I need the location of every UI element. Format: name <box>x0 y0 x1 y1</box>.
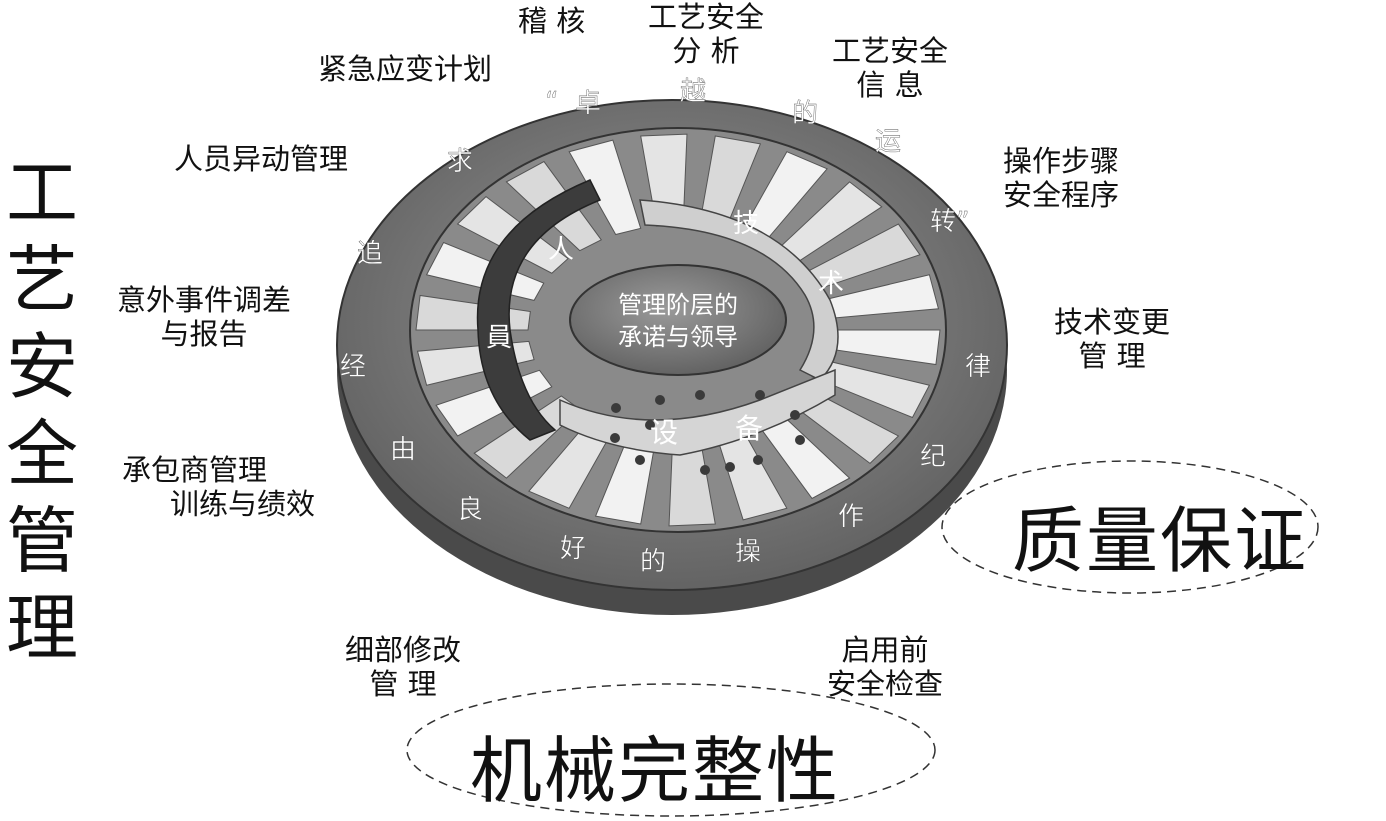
ring-char: 运 <box>875 127 901 157</box>
ring-char: 良 <box>457 495 483 525</box>
equipment-dot <box>790 410 800 420</box>
label-subtle-change: 细部修改 管 理 <box>345 633 461 701</box>
equipment-dot <box>635 455 645 465</box>
equipment-dot <box>795 435 805 445</box>
label-line: 与报告 <box>160 317 248 351</box>
mechanical-integrity-label: 机械完整性 <box>470 729 841 813</box>
label-line: 工艺安全 <box>832 34 949 68</box>
title-char: 理 <box>5 586 78 670</box>
label-line: 承包商管理 <box>122 453 268 487</box>
ring-char: 由 <box>390 435 416 465</box>
label-line: 细部修改 <box>345 633 462 667</box>
label-line: 意外事件调差 <box>117 283 292 317</box>
equipment-dots <box>610 390 805 475</box>
technology-label-1: 技 <box>733 209 759 239</box>
equipment-dot <box>655 395 665 405</box>
label-line: 工艺安全 <box>648 0 765 34</box>
equipment-dot <box>755 390 765 400</box>
title-char: 安 <box>5 325 78 409</box>
equipment-dot <box>695 390 705 400</box>
ring-char: 求 <box>447 147 473 177</box>
title-char: 工 <box>5 151 78 235</box>
equipment-dot <box>753 455 763 465</box>
equipment-dot <box>610 433 620 443</box>
people-label-2: 員 <box>486 323 512 353</box>
label-emergency: 紧急应变计划 <box>318 52 493 86</box>
label-audit: 稽 核 <box>518 4 586 38</box>
people-label-1: 人 <box>548 235 574 265</box>
ring-char: 追 <box>357 239 383 269</box>
ring-char: 经 <box>340 352 366 382</box>
equipment-dot <box>645 420 655 430</box>
equipment-label-2: 备 <box>735 412 763 445</box>
label-pssr: 启用前 安全检查 <box>827 633 943 701</box>
ring-char: 的 <box>792 99 818 129</box>
label-sop: 操作步骤 安全程序 <box>1003 144 1119 212</box>
ring-char: 纪 <box>920 442 946 472</box>
ring-char: 卓 <box>575 89 601 119</box>
ring-slogan: 经由良好的操作纪律转”运的越卓“追求 <box>340 77 991 577</box>
ring-char: 好 <box>560 534 586 564</box>
quality-assurance-ellipse <box>941 460 1319 594</box>
quality-assurance-label: 质量保证 <box>1012 499 1309 583</box>
hub-line-2: 承诺与领导 <box>618 323 738 351</box>
hub-line-1: 管理阶层的 <box>618 291 738 319</box>
vertical-title: 工 艺 安 全 管 理 <box>2 150 82 672</box>
label-incident: 意外事件调差 与报告 <box>117 283 291 351</box>
title-char: 管 <box>5 499 78 583</box>
hub <box>569 264 787 376</box>
ring-char: 作 <box>838 502 864 532</box>
label-pha: 工艺安全 分 析 <box>648 0 764 68</box>
wheel-panel <box>568 139 642 236</box>
ring-char: 越 <box>680 77 706 107</box>
label-line: 管 理 <box>369 667 437 701</box>
label-line: 管 理 <box>1078 339 1146 373</box>
label-line: 启用前 <box>841 633 929 667</box>
title-char: 全 <box>5 412 78 496</box>
label-line: 安全检查 <box>827 667 944 701</box>
label-line: 信 息 <box>856 68 924 102</box>
ring-char: 操 <box>735 537 761 567</box>
equipment-dot <box>700 465 710 475</box>
equipment-dot <box>611 403 621 413</box>
mechanical-integrity-ellipse <box>406 683 936 817</box>
label-psi: 工艺安全 信 息 <box>832 34 948 102</box>
label-line: 技术变更 <box>1054 305 1171 339</box>
technology-label-2: 术 <box>818 269 844 299</box>
title-char: 艺 <box>5 238 78 322</box>
label-personnel-change: 人员异动管理 <box>174 142 349 176</box>
people-arc <box>476 179 602 441</box>
equipment-dot <box>725 462 735 472</box>
ring-char: 律 <box>965 352 991 382</box>
equipment-arc <box>559 368 836 456</box>
equipment-label-1: 设 <box>650 416 678 449</box>
label-line: 安全程序 <box>1003 178 1120 212</box>
ring-char: “ <box>545 87 558 117</box>
label-line: 分 析 <box>672 34 740 68</box>
label-line: 操作步骤 <box>1003 144 1120 178</box>
label-line: 训练与绩效 <box>170 487 316 521</box>
ring-char: 转” <box>930 207 969 237</box>
label-moc: 技术变更 管 理 <box>1054 305 1170 373</box>
label-contractor: 承包商管理 训练与绩效 <box>122 453 315 521</box>
ring-char: 的 <box>640 547 666 577</box>
